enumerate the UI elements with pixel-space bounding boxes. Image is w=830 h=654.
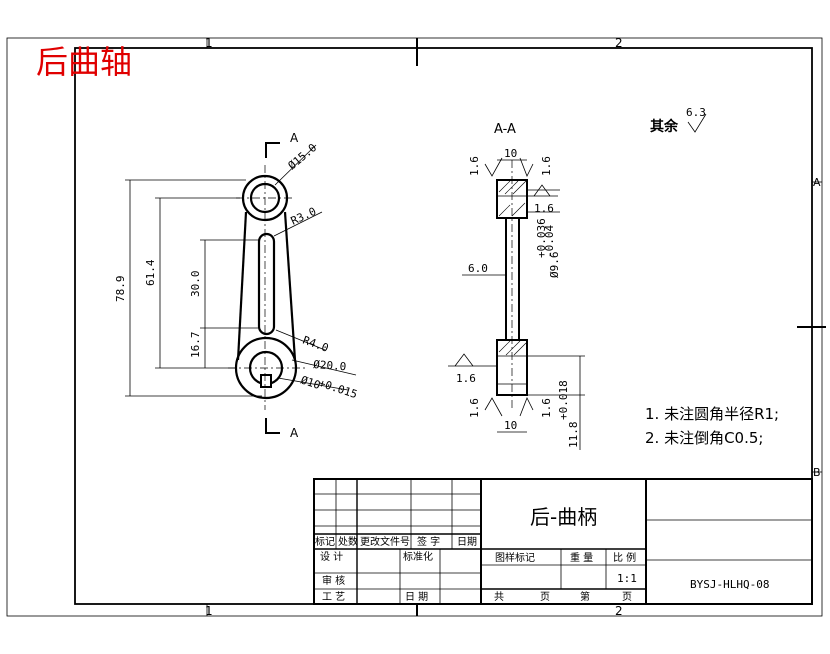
leader-d20 <box>291 359 357 376</box>
rev-header-count: 处数 <box>338 535 358 548</box>
section-cut-top <box>265 142 280 158</box>
label-sheet-unit: 页 <box>540 591 550 603</box>
arm-left-edge <box>236 211 248 361</box>
roughness-2: 1.6 <box>540 156 553 176</box>
zone-right-a: A <box>813 176 821 189</box>
dim-bore-tol-lower: -0.04 <box>543 225 556 258</box>
slot <box>257 232 276 336</box>
dim-bore: Ø9.6 <box>548 252 561 279</box>
general-roughness-value: 6.3 <box>686 106 706 119</box>
section-view: A-A 10 10 6.0 Ø9.6 +0.036 -0.04 <box>448 122 585 450</box>
arm-right-edge <box>283 211 297 361</box>
roughness-6: 1.6 <box>540 398 553 418</box>
dim-center: 61.4 <box>144 259 157 286</box>
rev-header-file: 更改文件号 <box>360 535 410 548</box>
dim-key: 11.8 <box>567 422 580 449</box>
roughness-3: 1.6 <box>534 202 554 215</box>
section-cut-bottom <box>265 418 280 434</box>
zone-bottom-1: 1 <box>205 604 213 618</box>
drawing-number: BYSJ-HLHQ-08 <box>690 578 769 591</box>
part-name: 后-曲柄 <box>530 505 597 529</box>
leader-r4 <box>275 329 326 351</box>
zone-top-2: 2 <box>615 36 623 50</box>
dim-top-width: 10 <box>504 147 517 160</box>
dim-r4: R4.0 <box>301 334 330 355</box>
label-design: 设 计 <box>320 550 343 563</box>
dim-key-tol: +0.018 <box>557 380 570 420</box>
rev-header-mark: 标记 <box>315 536 335 548</box>
zone-bottom-2: 2 <box>615 604 623 618</box>
bottom-hub-hatch <box>498 340 527 356</box>
general-roughness-label: 其余 <box>650 118 679 135</box>
label-check: 审 核 <box>322 574 345 587</box>
front-view: A A 78.9 61.4 30.0 16.7 Ø15.0 <box>114 131 359 440</box>
keyway <box>260 374 272 388</box>
label-weight: 重 量 <box>570 551 593 564</box>
zone-right-b: B <box>813 466 821 479</box>
top-hub-hatch <box>498 180 527 217</box>
title-block: 标记 处数 更改文件号 签 字 日期 设 计 标准化 审 核 工 艺 日 期 后… <box>313 478 813 605</box>
dim-r3: R3.0 <box>289 205 319 228</box>
dim-web: 6.0 <box>468 262 488 275</box>
roughness-4: 1.6 <box>456 372 476 385</box>
zone-top-1: 1 <box>205 36 213 50</box>
label-sheet-unit-2: 页 <box>622 591 632 603</box>
dim-lower: 16.7 <box>189 332 202 359</box>
label-total-sheets: 共 <box>494 591 504 603</box>
rev-header-date: 日期 <box>457 536 477 548</box>
label-date: 日 期 <box>405 591 428 603</box>
scale-value: 1:1 <box>617 572 637 585</box>
dim-d10-tol: +0.015 <box>317 376 359 401</box>
leader-d10 <box>277 377 349 391</box>
label-sheet-no: 第 <box>580 590 590 603</box>
dim-slot: 30.0 <box>189 271 202 298</box>
roughness-1: 1.6 <box>468 156 481 176</box>
note-1: 1. 未注圆角半径R1; <box>645 405 779 423</box>
drawing-frame <box>74 47 813 605</box>
header-title: 后曲轴 <box>36 43 132 81</box>
label-stage: 图样标记 <box>495 551 535 564</box>
label-standard: 标准化 <box>403 550 433 563</box>
rev-header-sign: 签 字 <box>417 535 440 548</box>
dim-total: 78.9 <box>114 276 127 303</box>
leader-r3 <box>273 211 323 237</box>
dim-bottom-width: 10 <box>504 419 517 432</box>
roughness-5: 1.6 <box>468 398 481 418</box>
roughness-symbols: 1.6 1.6 1.6 1.6 1.6 1.6 <box>448 156 558 418</box>
section-mark-bottom: A <box>290 426 299 440</box>
section-title: A-A <box>494 122 516 137</box>
dim-d10: Ø10 <box>299 373 322 392</box>
label-process: 工 艺 <box>322 591 345 603</box>
section-mark-top: A <box>290 131 299 145</box>
leader-d15 <box>274 144 317 186</box>
dim-d20: Ø20.0 <box>313 358 347 373</box>
general-roughness-icon <box>687 113 707 133</box>
dim-d15: Ø15.0 <box>286 141 320 172</box>
dim-bore-tol-upper: +0.036 <box>535 218 548 258</box>
label-ratio: 比 例 <box>613 551 636 564</box>
note-2: 2. 未注倒角C0.5; <box>645 429 763 447</box>
